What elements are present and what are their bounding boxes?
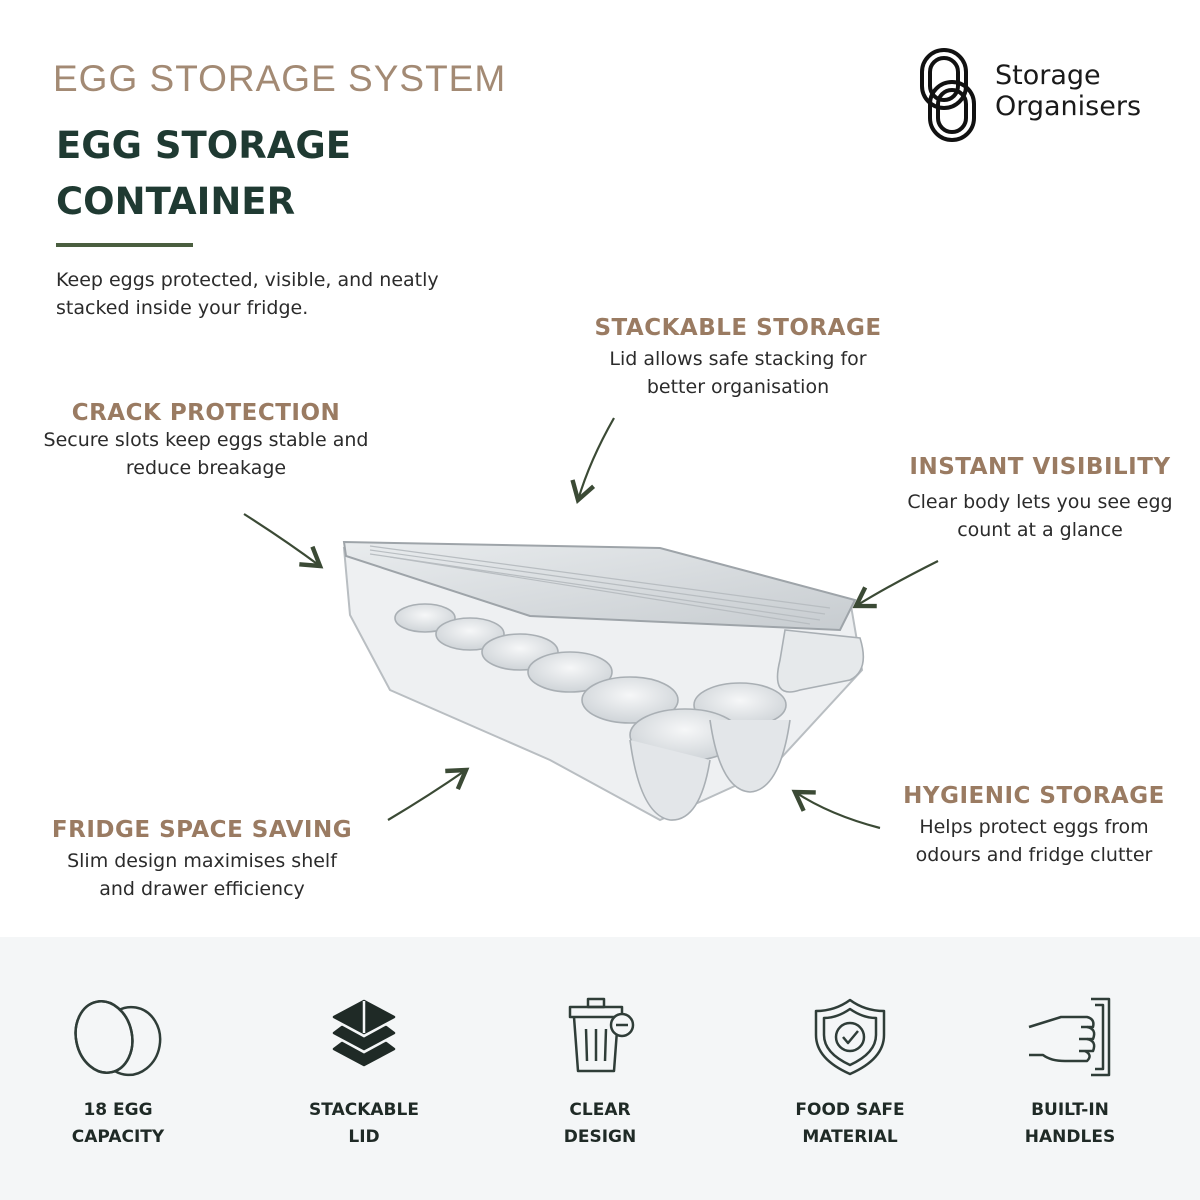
stack-layers-icon — [332, 999, 396, 1067]
feature-label-line-1: 18 EGG — [83, 1100, 153, 1120]
feature-label-line-2: CAPACITY — [71, 1127, 165, 1147]
eggs-icon — [74, 1000, 162, 1077]
subtitle-line-2: stacked inside your fridge. — [56, 297, 309, 319]
feature-label: STACKABLE LID — [264, 1097, 464, 1151]
feature-label-line-1: STACKABLE — [309, 1100, 419, 1120]
callout-title: HYGIENIC STORAGE — [903, 783, 1165, 809]
callout-title: STACKABLE STORAGE — [594, 315, 882, 341]
callout-desc-line-2: odours and fridge clutter — [915, 844, 1153, 866]
feature-label-line-2: DESIGN — [563, 1127, 637, 1147]
arrow-visibility — [852, 560, 939, 609]
brand-name: Storage Organisers — [995, 60, 1141, 122]
callout-desc: Helps protect eggs from odours and fridg… — [875, 813, 1193, 869]
callout-desc: Clear body lets you see egg count at a g… — [880, 488, 1200, 544]
shield-check-icon — [814, 998, 886, 1076]
callout-desc-line-1: Secure slots keep eggs stable and — [43, 429, 369, 451]
feature-label: BUILT-IN HANDLES — [970, 1097, 1170, 1151]
feature-egg-capacity: 18 EGG CAPACITY — [18, 997, 218, 1151]
feature-stackable-lid: STACKABLE LID — [264, 997, 464, 1151]
callout-hygienic-storage: HYGIENIC STORAGE Helps protect eggs from… — [875, 783, 1193, 869]
egg-container-product-image — [342, 540, 865, 822]
callout-desc-line-1: Helps protect eggs from — [919, 816, 1149, 838]
page-title: EGG STORAGE CONTAINER — [56, 118, 476, 230]
callout-desc-line-2: count at a glance — [957, 519, 1123, 541]
callout-desc-line-2: reduce breakage — [125, 457, 287, 479]
callout-stackable-storage: STACKABLE STORAGE Lid allows safe stacki… — [568, 315, 908, 401]
callout-title: INSTANT VISIBILITY — [909, 454, 1171, 480]
feature-label: FOOD SAFE MATERIAL — [750, 1097, 950, 1151]
arrow-stackable — [570, 417, 615, 504]
callout-crack-protection: CRACK PROTECTION Secure slots keep eggs … — [36, 400, 376, 482]
eyebrow-heading: EGG STORAGE SYSTEM — [53, 58, 507, 99]
arrow-crack — [243, 513, 324, 569]
feature-label-line-1: FOOD SAFE — [795, 1100, 905, 1120]
callout-desc: Slim design maximises shelf and drawer e… — [32, 847, 372, 903]
arrow-fridge — [387, 767, 470, 821]
feature-label-line-2: LID — [348, 1127, 380, 1147]
features-strip: 18 EGG CAPACITY STACKABLE LID — [0, 937, 1200, 1200]
brand-line-1: Storage — [995, 60, 1101, 91]
feature-label-line-1: BUILT-IN — [1031, 1100, 1109, 1120]
callout-instant-visibility: INSTANT VISIBILITY Clear body lets you s… — [880, 454, 1200, 544]
callout-fridge-space-saving: FRIDGE SPACE SAVING Slim design maximise… — [32, 817, 372, 903]
subtitle: Keep eggs protected, visible, and neatly… — [56, 266, 476, 322]
callout-arrows — [243, 417, 939, 830]
callout-desc-line-2: and drawer efficiency — [99, 878, 305, 900]
feature-label: CLEAR DESIGN — [500, 1097, 700, 1151]
feature-label: 18 EGG CAPACITY — [18, 1097, 218, 1151]
feature-food-safe-material: FOOD SAFE MATERIAL — [750, 997, 950, 1151]
callout-title: CRACK PROTECTION — [71, 400, 341, 426]
callout-title: FRIDGE SPACE SAVING — [51, 817, 353, 843]
feature-label-line-1: CLEAR — [569, 1100, 631, 1120]
hand-handle-icon — [1028, 997, 1111, 1077]
brand-logo-icon — [920, 48, 976, 142]
brand-line-2: Organisers — [995, 91, 1142, 122]
callout-desc-line-2: better organisation — [646, 376, 830, 398]
callout-desc: Lid allows safe stacking for better orga… — [568, 345, 908, 401]
feature-built-in-handles: BUILT-IN HANDLES — [970, 997, 1170, 1151]
title-line-2: CONTAINER — [56, 180, 296, 223]
callout-desc: Secure slots keep eggs stable and reduce… — [36, 426, 376, 482]
title-divider — [56, 243, 193, 247]
feature-label-line-2: HANDLES — [1024, 1127, 1116, 1147]
subtitle-line-1: Keep eggs protected, visible, and neatly — [56, 269, 439, 291]
callout-desc-line-1: Lid allows safe stacking for — [609, 348, 867, 370]
callout-desc-line-1: Slim design maximises shelf — [67, 850, 337, 872]
arrow-hygienic — [791, 789, 881, 830]
bin-minus-icon — [568, 997, 635, 1073]
callout-desc-line-1: Clear body lets you see egg — [907, 491, 1173, 513]
feature-label-line-2: MATERIAL — [802, 1127, 898, 1147]
feature-clear-design: CLEAR DESIGN — [500, 997, 700, 1151]
title-line-1: EGG STORAGE — [56, 124, 352, 167]
